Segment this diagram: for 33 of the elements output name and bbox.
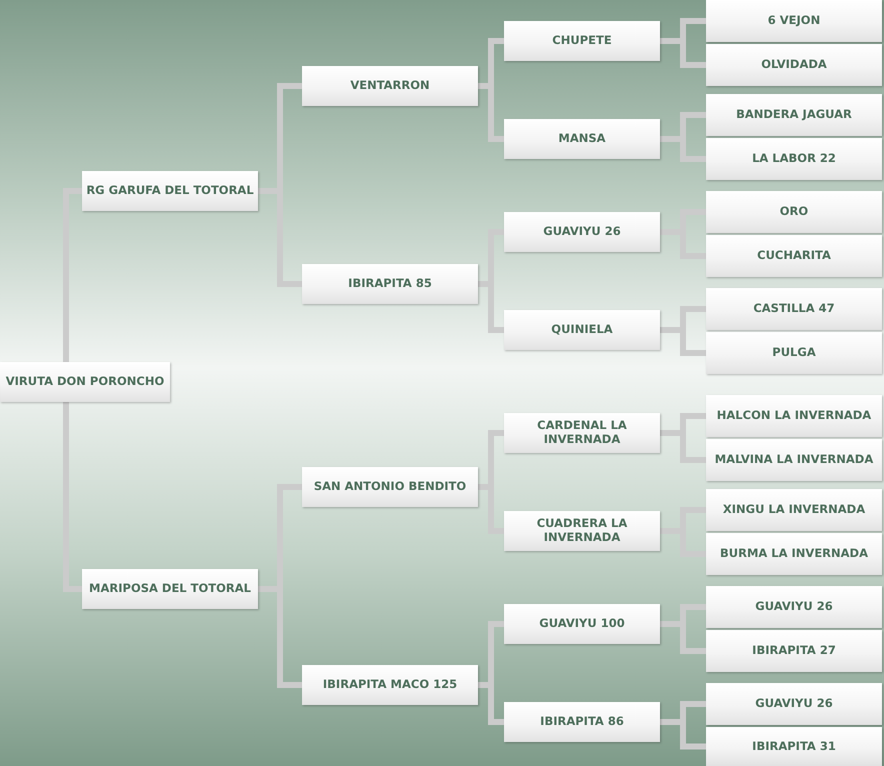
- pedigree-name-box: OLVIDADA: [706, 44, 882, 86]
- pedigree-name-box: GUAVIYU 26: [706, 683, 882, 725]
- pedigree-name-box: CASTILLA 47: [706, 288, 882, 330]
- pedigree-name-box: 6 VEJON: [706, 0, 882, 42]
- pedigree-name-box: LA LABOR 22: [706, 138, 882, 180]
- pedigree-name-box: SAN ANTONIO BENDITO: [302, 467, 478, 507]
- pedigree-name-box: XINGU LA INVERNADA: [706, 489, 882, 531]
- pedigree-name-box: VENTARRON: [302, 66, 478, 106]
- pedigree-name-box: QUINIELA: [504, 310, 660, 350]
- pedigree-name-box: MARIPOSA DEL TOTORAL: [82, 569, 258, 609]
- pedigree-name-box: VIRUTA DON PORONCHO: [0, 362, 170, 402]
- pedigree-name-box: ORO: [706, 191, 882, 233]
- pedigree-name-box: CUADRERA LA INVERNADA: [504, 511, 660, 551]
- pedigree-name-box: RG GARUFA DEL TOTORAL: [82, 171, 258, 211]
- pedigree-name-box: IBIRAPITA 31: [706, 727, 882, 766]
- pedigree-name-box: BURMA LA INVERNADA: [706, 533, 882, 575]
- pedigree-name-box: IBIRAPITA 86: [504, 702, 660, 742]
- pedigree-name-box: MALVINA LA INVERNADA: [706, 439, 882, 481]
- pedigree-name-box: IBIRAPITA 85: [302, 264, 478, 304]
- pedigree-name-box: CHUPETE: [504, 21, 660, 61]
- connector-line: [63, 402, 82, 592]
- pedigree-name-box: PULGA: [706, 332, 882, 374]
- pedigree-name-box: GUAVIYU 26: [504, 212, 660, 252]
- pedigree-name-box: BANDERA JAGUAR: [706, 94, 882, 136]
- pedigree-name-box: IBIRAPITA MACO 125: [302, 665, 478, 705]
- connector-line: [63, 188, 82, 362]
- pedigree-name-box: GUAVIYU 100: [504, 604, 660, 644]
- pedigree-name-box: IBIRAPITA 27: [706, 630, 882, 672]
- pedigree-name-box: CUCHARITA: [706, 235, 882, 277]
- pedigree-name-box: CARDENAL LA INVERNADA: [504, 413, 660, 453]
- pedigree-name-box: GUAVIYU 26: [706, 586, 882, 628]
- pedigree-name-box: HALCON LA INVERNADA: [706, 395, 882, 437]
- pedigree-name-box: MANSA: [504, 119, 660, 159]
